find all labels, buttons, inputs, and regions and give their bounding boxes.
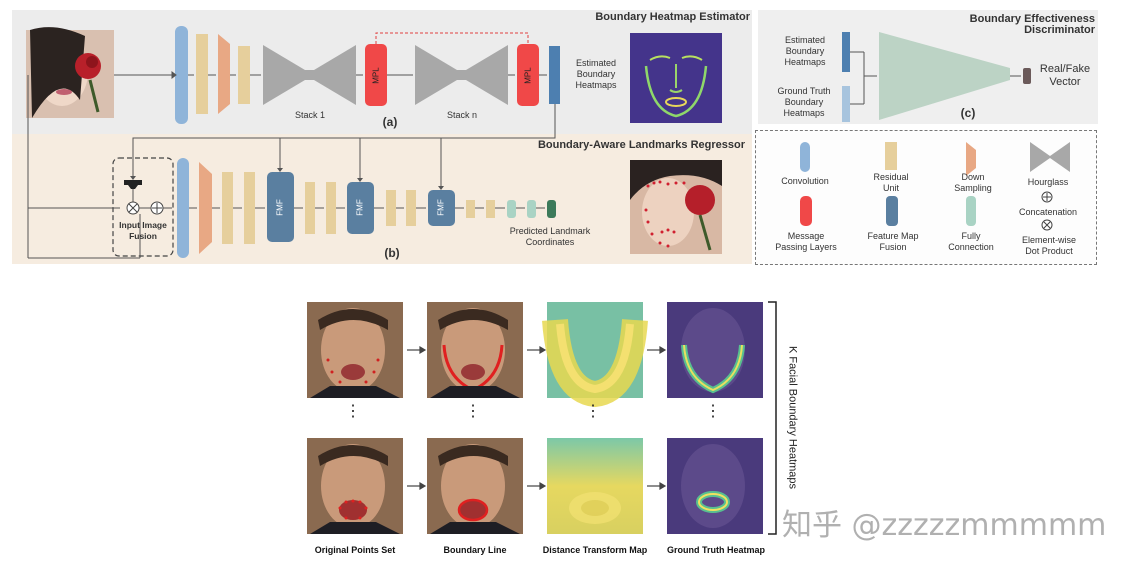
face-original-points-1: [307, 302, 403, 398]
panel-c-label: (c): [960, 106, 976, 120]
ground-truth-heatmap-2: [667, 438, 763, 534]
disc-input-2-label: Ground Truth Boundary Heatmaps: [777, 86, 831, 118]
caption-original-points: Original Points Set: [314, 545, 396, 555]
down-sampling-block: [218, 34, 230, 114]
fmf-label-3: FMF: [436, 199, 446, 216]
fmf-label-2: FMF: [355, 199, 365, 216]
boundary-heatmap-pipeline: [307, 301, 777, 535]
residual-block: [196, 34, 208, 114]
fmf-block-1: [267, 172, 294, 242]
discriminator-title: Boundary Effectiveness Discriminator: [969, 13, 1095, 36]
estimated-heatmaps-label: Estimated Boundary Heatmaps: [575, 58, 617, 90]
ground-truth-heatmap-1: [667, 302, 763, 398]
landmark-face-image: [630, 160, 722, 254]
legend-concatenation: Concatenation: [1018, 207, 1078, 217]
architecture-diagram: [26, 26, 1070, 259]
watermark: 知乎 @zzzzzmmmmm: [782, 508, 1107, 543]
face-boundary-line-1: [427, 302, 523, 398]
legend-message-passing: Message Passing Layers: [775, 231, 837, 252]
input-fusion-label: Input Image Fusion: [119, 220, 167, 241]
disc-output-label: Real/Fake Vector: [1039, 63, 1091, 88]
ellipsis-col3: ⋮: [585, 403, 601, 420]
fmf-block-3: [428, 190, 455, 226]
estimator-title: Boundary Heatmap Estimator: [595, 11, 750, 23]
legend-down-sampling: Down Sampling: [954, 172, 992, 193]
caption-ground-truth: Ground Truth Heatmap: [666, 545, 765, 555]
stack-n-label: Stack n: [446, 110, 477, 120]
discriminator-output: [1023, 68, 1031, 84]
legend-feature-fusion: Feature Map Fusion: [867, 231, 919, 252]
legend-residual: Residual Unit: [873, 172, 909, 193]
face-boundary-line-2: [427, 438, 523, 534]
mpl-block-2: [517, 44, 539, 106]
regressor-title: Boundary-Aware Landmarks Regressor: [537, 139, 745, 151]
mpl-label-2: MPL: [523, 67, 533, 84]
input-face-photo: [26, 27, 114, 118]
hourglass-stack-n: [415, 45, 457, 105]
stack-1-label: Stack 1: [294, 110, 325, 120]
legend-fully-connection: Fully Connection: [948, 231, 994, 252]
legend-convolution: Convolution: [781, 176, 829, 186]
mpl-block-1: [365, 44, 387, 106]
legend-hourglass: Hourglass: [1027, 177, 1069, 187]
ellipsis-col4: ⋮: [705, 403, 721, 420]
mpl-label-1: MPL: [371, 67, 381, 84]
distance-transform-map-1: [542, 302, 648, 408]
face-original-points-2: [307, 438, 403, 534]
conv-block-top: [175, 26, 188, 124]
caption-distance-transform: Distance Transform Map: [542, 545, 648, 555]
fmf-label-1: FMF: [275, 199, 285, 216]
panel-a-label: (a): [382, 115, 398, 129]
landmark-output-block: [547, 200, 556, 218]
disc-input-groundtruth: [842, 86, 850, 122]
heatmap-output-block: [549, 46, 560, 104]
disc-input-1-label: Estimated Boundary Heatmaps: [784, 35, 826, 67]
input-image-fusion-box: [112, 157, 174, 257]
discriminator-network: [879, 32, 1010, 120]
distance-transform-map-2: [547, 438, 643, 534]
predicted-landmarks-label: Predicted Landmark Coordinates: [509, 226, 591, 247]
disc-input-estimated: [842, 32, 850, 72]
conv-block-bottom: [177, 158, 189, 258]
panel-b-label: (b): [384, 246, 400, 260]
panel-b-background: [12, 134, 752, 264]
fmf-block-2: [347, 182, 374, 234]
hourglass-stack-1: [263, 45, 305, 105]
ellipsis-col2: ⋮: [465, 403, 481, 420]
legend-dot-product: Element-wise Dot Product: [1021, 235, 1077, 256]
side-label-facial-heatmaps: K Facial Boundary Heatmaps: [786, 345, 799, 490]
estimated-heatmap-image: [630, 33, 722, 123]
ellipsis-col1: ⋮: [345, 403, 361, 420]
heatmaps-bracket: [768, 301, 777, 535]
caption-boundary-line: Boundary Line: [443, 545, 507, 555]
